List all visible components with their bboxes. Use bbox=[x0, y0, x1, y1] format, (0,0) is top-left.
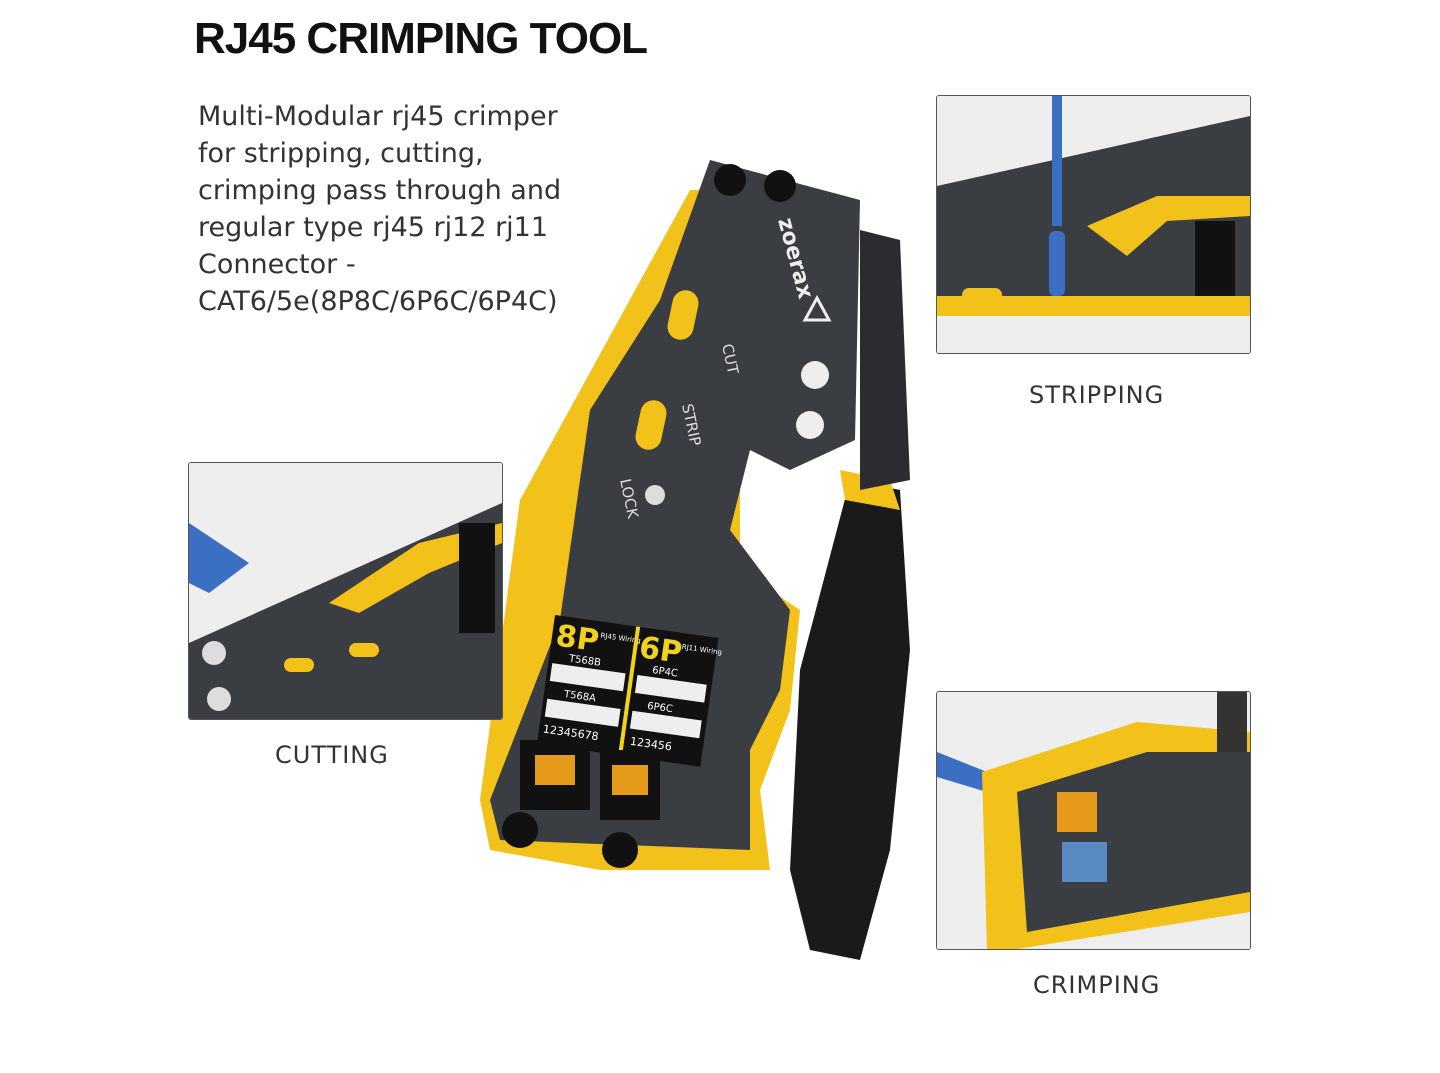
product-description: Multi-Modular rj45 crimper for stripping… bbox=[198, 98, 598, 320]
6p4c-label: 6P4C bbox=[651, 665, 678, 679]
crimping-caption: CRIMPING bbox=[1033, 971, 1161, 999]
description-line: regular type rj45 rj12 rj11 bbox=[198, 212, 549, 243]
6p6c-label: 6P6C bbox=[646, 701, 673, 715]
stripping-caption: STRIPPING bbox=[1029, 381, 1165, 409]
description-line: CAT6/5e(8P8C/6P6C/6P4C) bbox=[198, 286, 558, 317]
8p-label: 8P bbox=[554, 619, 601, 660]
t568a-label: T568A bbox=[562, 689, 596, 705]
description-line: Multi-Modular rj45 crimper bbox=[198, 101, 558, 132]
wiring-chart: 8P 6P RJ45 Wiring RJ11 Wiring T568B T568… bbox=[536, 615, 722, 767]
crimping-tool-illustration: zoerax CUT STRIP LOCK 8P 6P RJ45 Wiring … bbox=[480, 160, 910, 960]
page-title: RJ45 CRIMPING TOOL bbox=[194, 14, 648, 63]
cutting-panel bbox=[188, 462, 503, 720]
description-line: for stripping, cutting, bbox=[198, 138, 484, 169]
t568b-label: T568B bbox=[567, 653, 601, 669]
stripping-panel bbox=[936, 95, 1251, 354]
stripping-image bbox=[937, 96, 1250, 353]
crimping-image bbox=[937, 692, 1250, 949]
tool-handle bbox=[790, 480, 910, 960]
description-line: Connector - bbox=[198, 249, 356, 280]
6p-label: 6P bbox=[637, 630, 684, 671]
cutting-caption: CUTTING bbox=[275, 741, 389, 769]
description-line: crimping pass through and bbox=[198, 175, 562, 206]
crimping-panel bbox=[936, 691, 1251, 950]
cutting-image bbox=[189, 463, 502, 719]
pin-numbers-6: 123456 bbox=[629, 735, 672, 754]
